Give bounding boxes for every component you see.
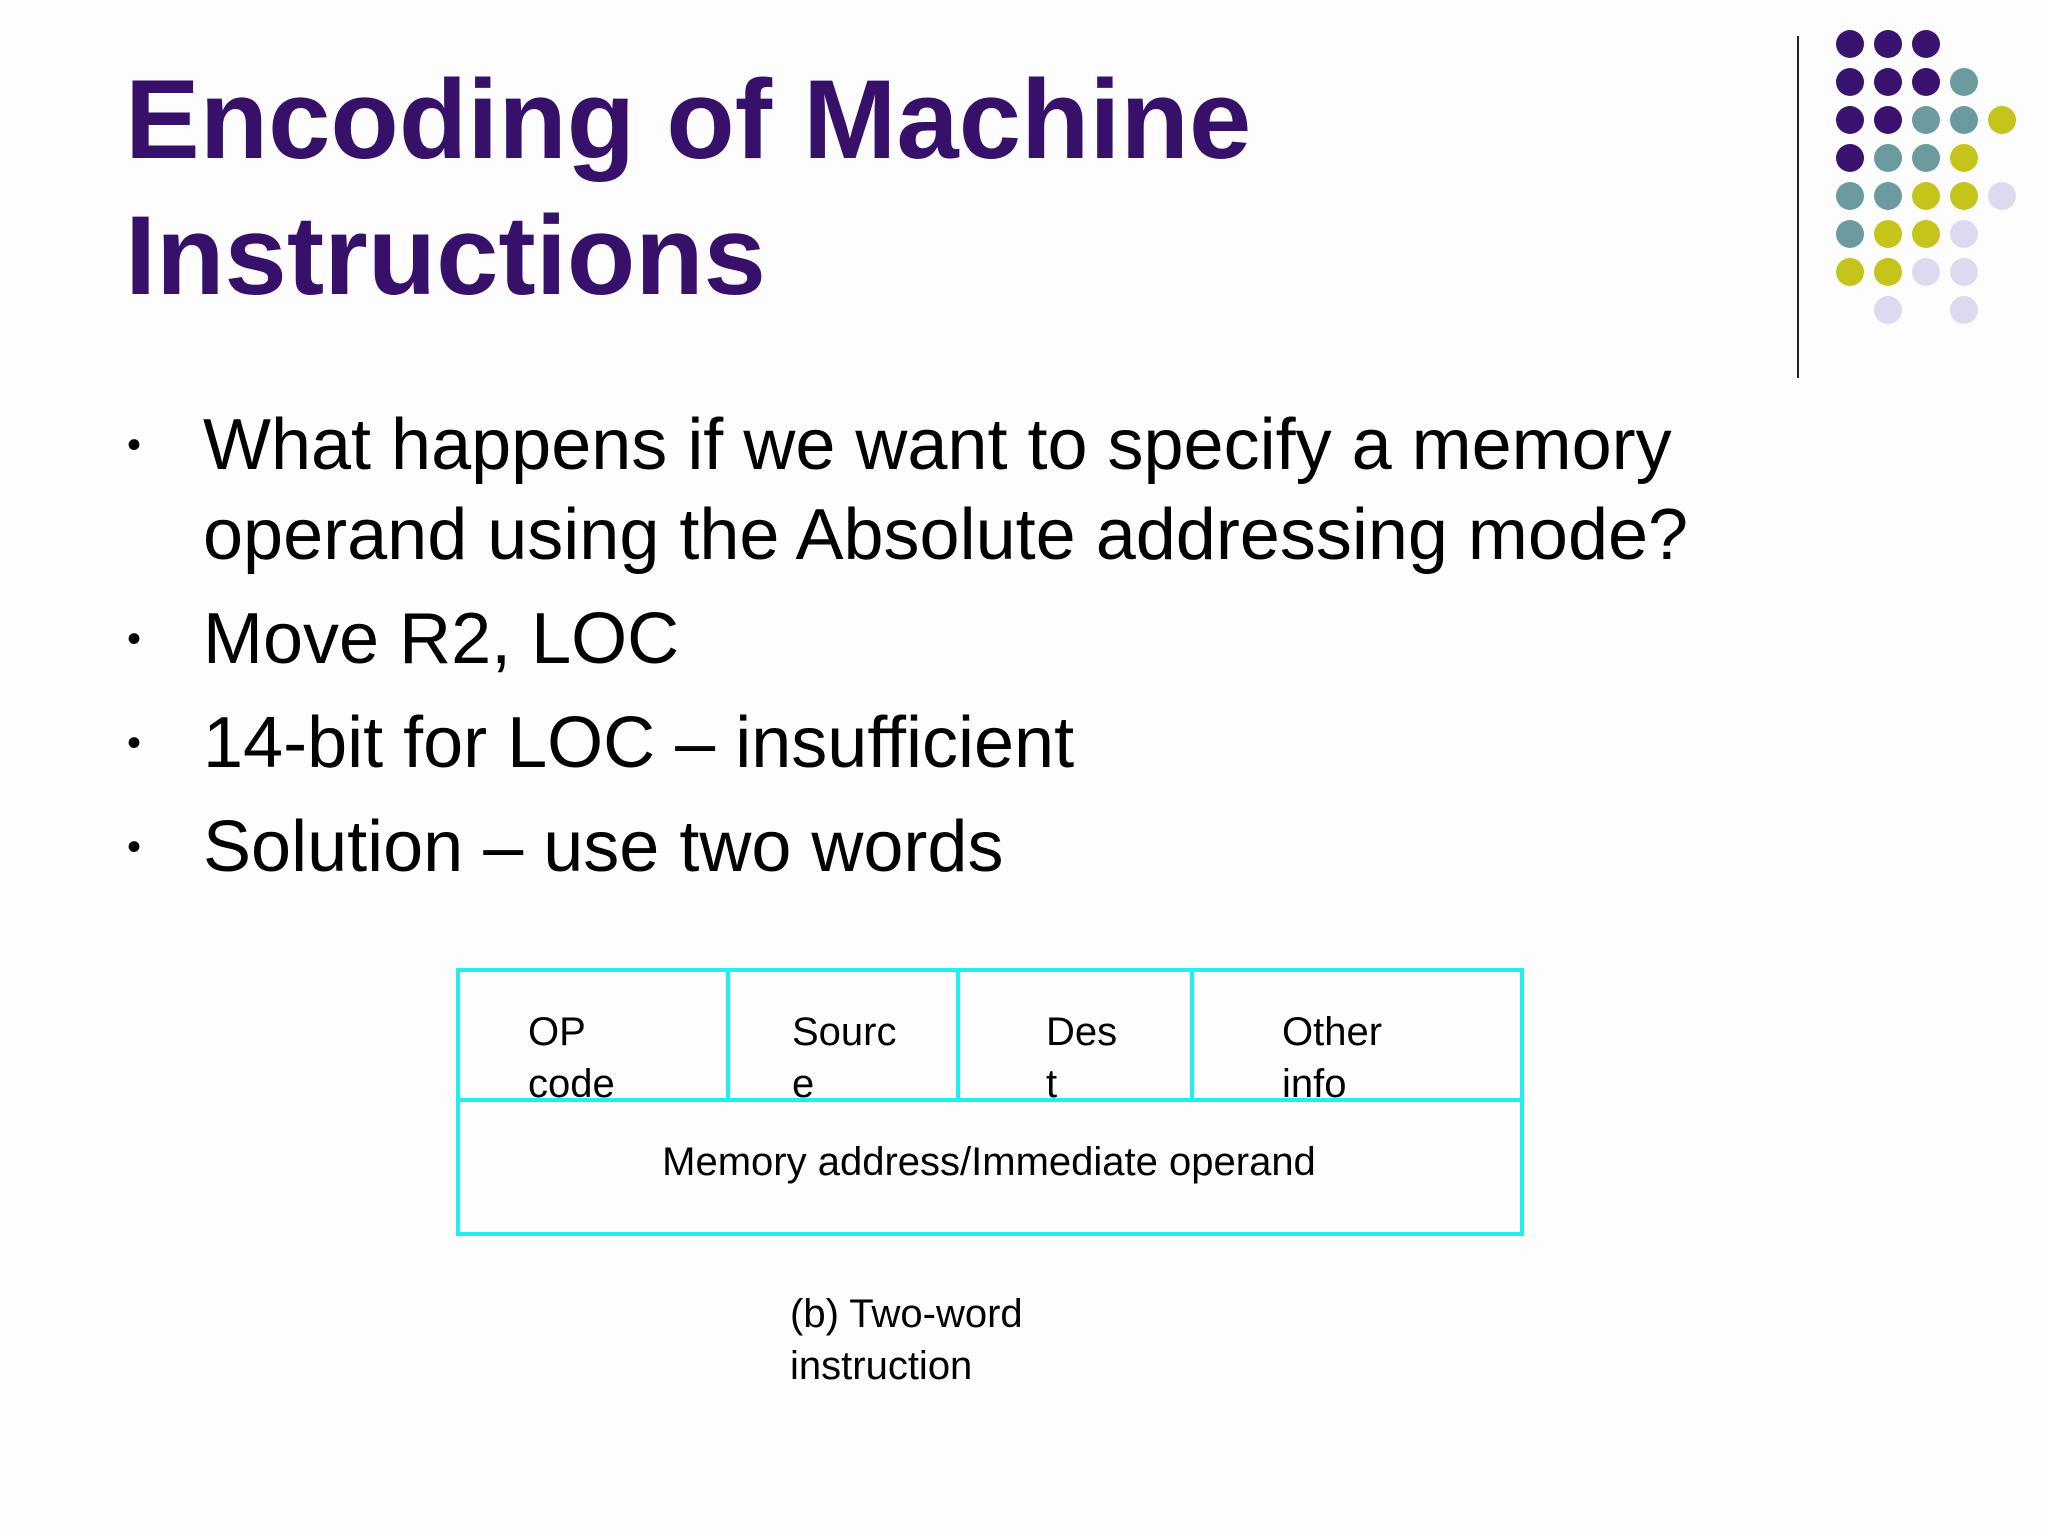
- field-divider: [726, 968, 730, 1098]
- decorative-dot: [1836, 144, 1864, 172]
- instruction-box: [456, 968, 1524, 1236]
- bullet-icon: •: [127, 721, 142, 765]
- bullet-icon: •: [127, 617, 142, 661]
- decorative-dot: [1912, 144, 1940, 172]
- decorative-dot: [1950, 68, 1978, 96]
- instruction-format-diagram: OP code Sourc e Des t Other info Memory …: [456, 968, 1524, 1236]
- bullet-item: • Solution – use two words: [125, 802, 1805, 892]
- decorative-dot: [1988, 182, 2016, 210]
- decorative-dot: [1836, 220, 1864, 248]
- decorative-dot: [1836, 182, 1864, 210]
- decorative-dot: [1912, 258, 1940, 286]
- decorative-dot: [1912, 106, 1940, 134]
- decorative-dot: [1950, 144, 1978, 172]
- bullet-item: • 14-bit for LOC – insufficient: [125, 698, 1805, 788]
- decorative-dot: [1836, 258, 1864, 286]
- decorative-dot: [1836, 30, 1864, 58]
- memory-address-field: Memory address/Immediate operand: [662, 1140, 1316, 1184]
- vertical-divider: [1797, 36, 1799, 378]
- field-other-info: Other info: [1282, 1010, 1383, 1106]
- decorative-dot: [1874, 182, 1902, 210]
- decorative-dot: [1950, 220, 1978, 248]
- decorative-dot: [1988, 106, 2016, 134]
- decorative-dot: [1874, 220, 1902, 248]
- decorative-dot: [1950, 182, 1978, 210]
- bullet-text: Move R2, LOC: [203, 599, 680, 679]
- bullet-text: 14-bit for LOC – insufficient: [203, 703, 1075, 783]
- field-divider: [1190, 968, 1194, 1098]
- decorative-dot: [1874, 258, 1902, 286]
- bullet-icon: •: [127, 423, 142, 467]
- field-opcode: OP code: [528, 1010, 615, 1106]
- word-separator: [456, 1098, 1520, 1102]
- decorative-dot: [1912, 220, 1940, 248]
- decorative-dot-grid: [1836, 30, 2036, 340]
- diagram-caption: (b) Two-word instruction: [790, 1292, 1023, 1388]
- decorative-dot: [1950, 258, 1978, 286]
- field-divider: [956, 968, 960, 1098]
- field-dest: Des t: [1046, 1010, 1118, 1106]
- bullet-text: Solution – use two words: [203, 807, 1004, 887]
- decorative-dot: [1874, 30, 1902, 58]
- slide-title: Encoding of Machine Instructions: [125, 52, 1725, 324]
- bullet-item: • What happens if we want to specify a me…: [125, 400, 1805, 580]
- decorative-dot: [1836, 106, 1864, 134]
- decorative-dot: [1950, 106, 1978, 134]
- bullet-text: What happens if we want to specify a mem…: [203, 405, 1689, 575]
- decorative-dot: [1912, 182, 1940, 210]
- bullet-list: • What happens if we want to specify a me…: [125, 400, 1805, 906]
- decorative-dot: [1874, 296, 1902, 324]
- title-line-2: Instructions: [125, 193, 766, 318]
- decorative-dot: [1836, 68, 1864, 96]
- field-source: Sourc e: [792, 1010, 897, 1106]
- decorative-dot: [1874, 106, 1902, 134]
- decorative-dot: [1950, 296, 1978, 324]
- bullet-item: • Move R2, LOC: [125, 594, 1805, 684]
- title-line-1: Encoding of Machine: [125, 57, 1252, 182]
- decorative-dot: [1874, 144, 1902, 172]
- decorative-dot: [1912, 30, 1940, 58]
- decorative-dot: [1874, 68, 1902, 96]
- bullet-icon: •: [127, 825, 142, 869]
- decorative-dot: [1912, 68, 1940, 96]
